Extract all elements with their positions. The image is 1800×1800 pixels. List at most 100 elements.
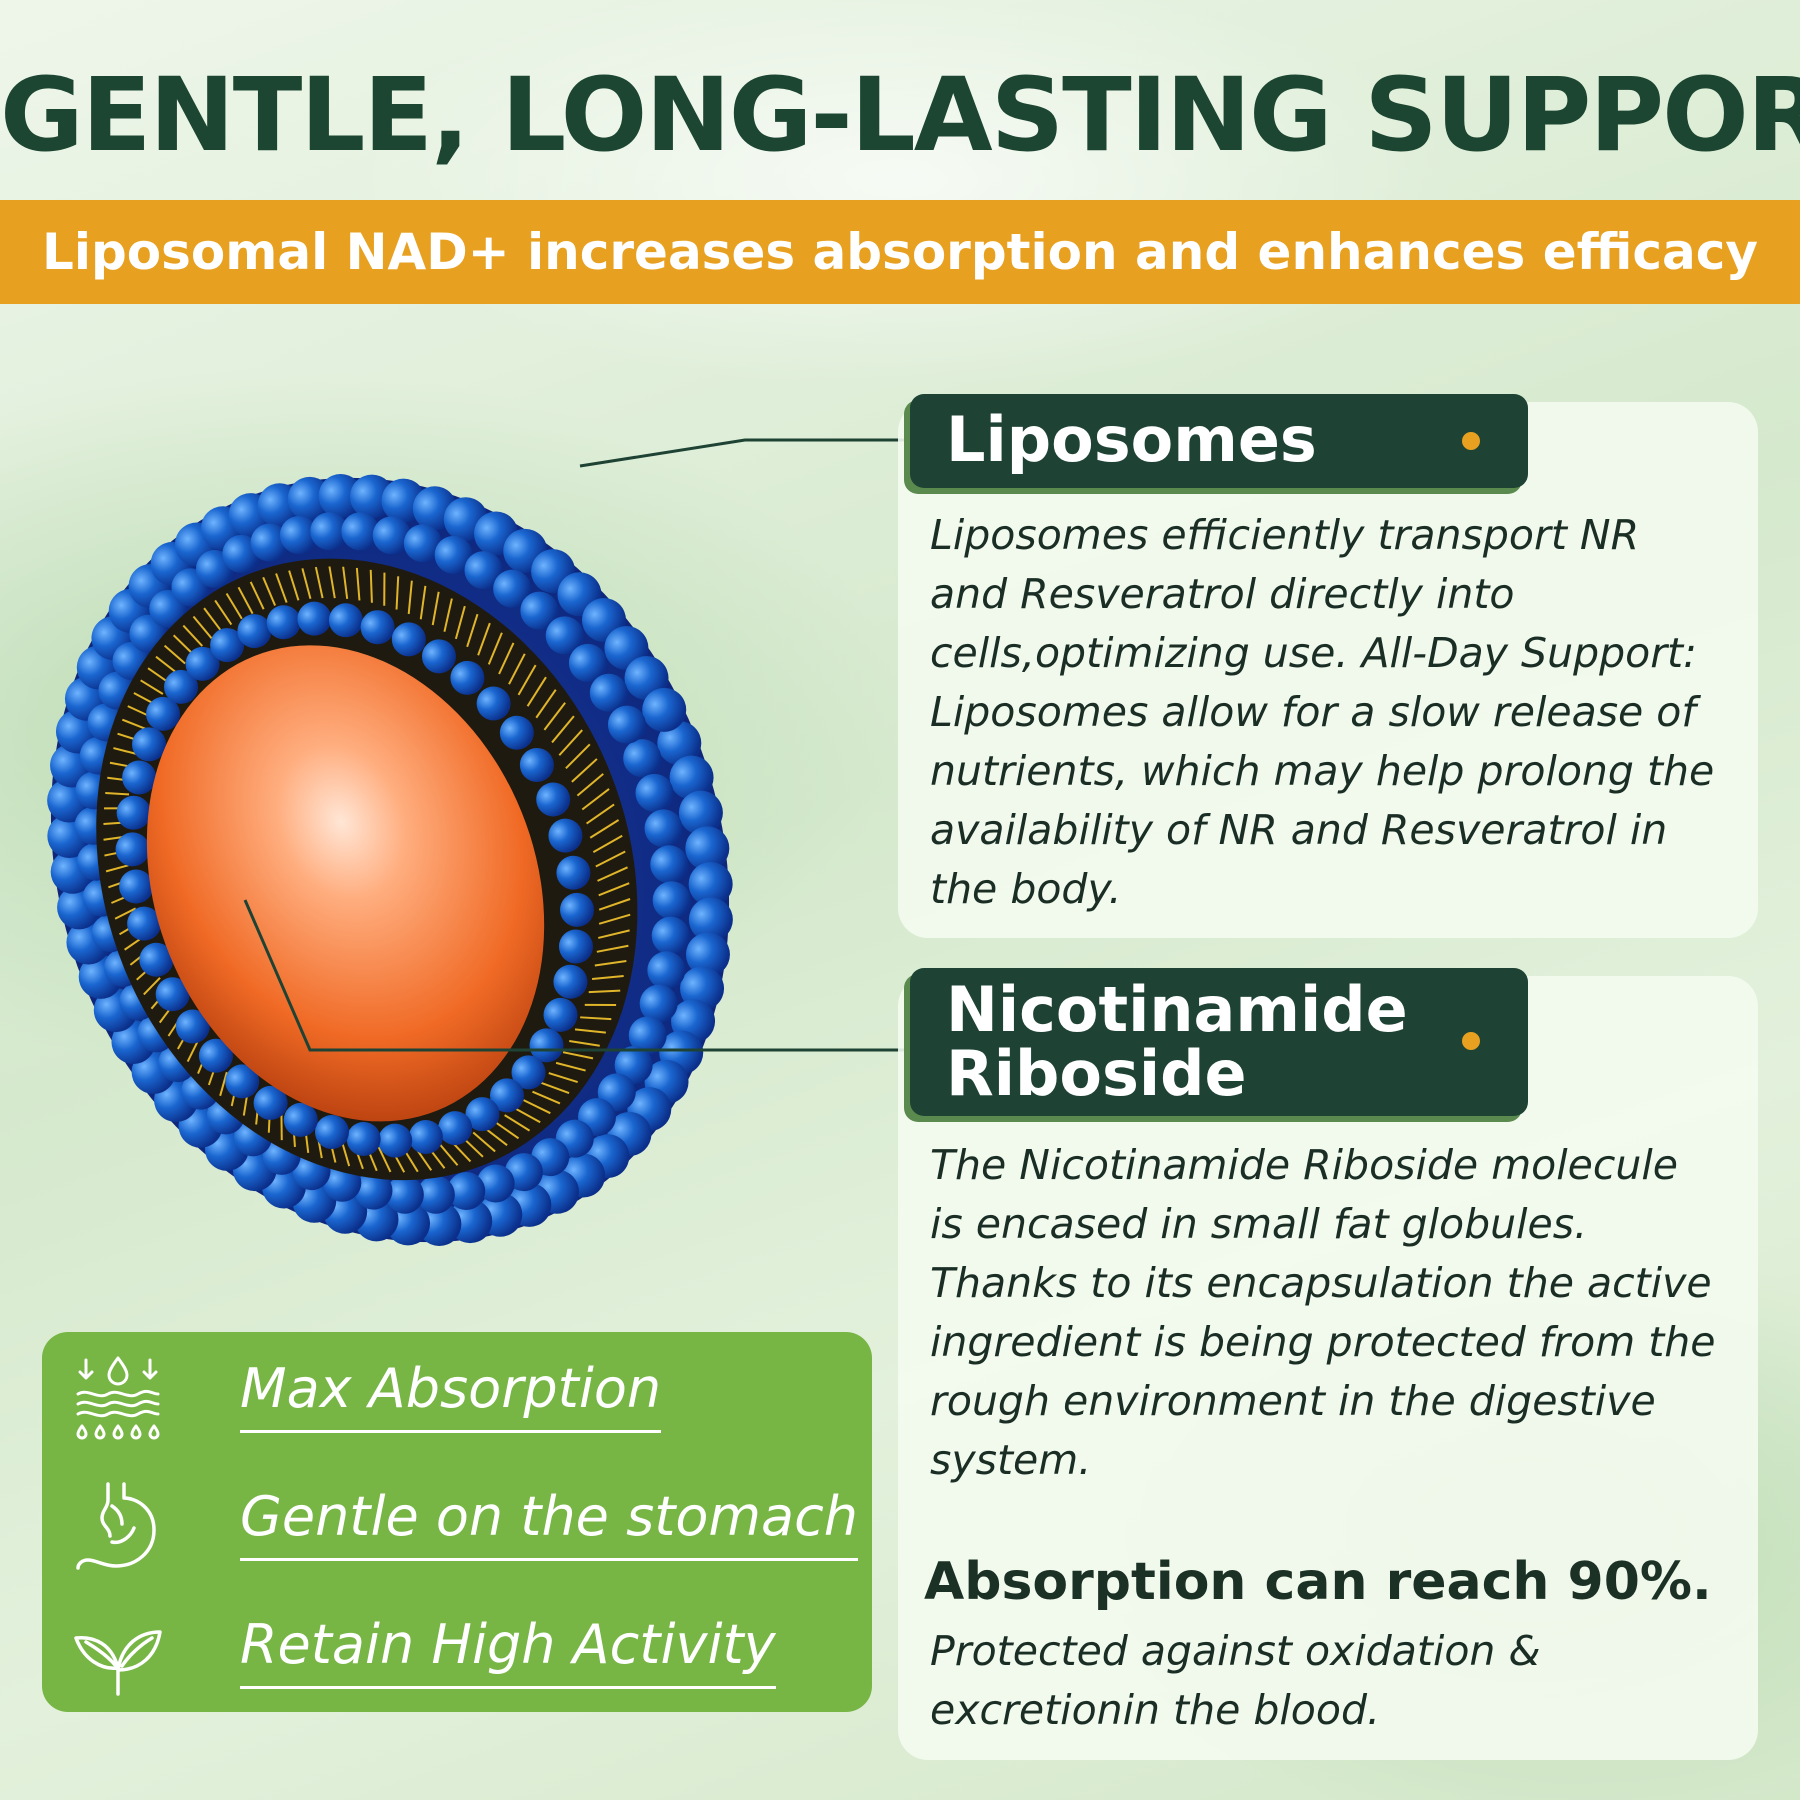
lipid-tail bbox=[105, 864, 129, 873]
inner-bead bbox=[556, 855, 591, 890]
benefit-label: Retain High Activity bbox=[240, 1610, 776, 1689]
lipid-tail bbox=[314, 566, 324, 599]
outer-bead bbox=[650, 845, 689, 884]
inner-bead bbox=[210, 628, 245, 663]
outer-bead bbox=[669, 755, 714, 800]
outer-bead bbox=[434, 535, 473, 574]
outer-bead bbox=[623, 739, 662, 778]
outer-bead bbox=[476, 1164, 515, 1203]
lipid-tail bbox=[598, 898, 631, 911]
subtitle-text: Liposomal NAD+ increases absorption and … bbox=[42, 223, 1758, 281]
lipid-tail bbox=[431, 591, 440, 626]
inner-bead bbox=[116, 795, 151, 830]
inner-bead bbox=[465, 1097, 500, 1132]
lipid-tail bbox=[114, 907, 137, 920]
outer-bead bbox=[642, 687, 687, 732]
protection-note: Protected against oxidation & excretioni… bbox=[930, 1627, 1541, 1734]
outer-bead bbox=[635, 773, 674, 812]
inner-bead bbox=[378, 1123, 413, 1158]
outer-bead bbox=[279, 515, 318, 554]
lipid-tail bbox=[113, 747, 138, 756]
lipid-tail bbox=[454, 605, 466, 640]
leaf-icon bbox=[74, 1630, 162, 1696]
riboside-title: Nicotinamide Riboside bbox=[946, 973, 1408, 1110]
lipid-tail bbox=[581, 788, 610, 811]
inner-bead bbox=[132, 727, 167, 762]
outer-bead bbox=[372, 516, 411, 555]
lipid-tail bbox=[443, 598, 453, 632]
inner-bead bbox=[560, 892, 595, 927]
lipid-tail bbox=[598, 882, 630, 897]
inner-bead bbox=[450, 660, 485, 695]
lipid-tail bbox=[513, 1107, 541, 1124]
callout-line-liposomes bbox=[579, 438, 916, 468]
inner-bead bbox=[490, 1078, 525, 1113]
inner-bead bbox=[548, 818, 583, 853]
outer-bead bbox=[250, 523, 289, 562]
lipid-tail bbox=[532, 1090, 561, 1105]
lipid-tail bbox=[369, 569, 373, 603]
lipid-tail bbox=[395, 576, 400, 610]
page-title: GENTLE, LONG-LASTING SUPPORT bbox=[0, 56, 1800, 175]
lipid-tail bbox=[580, 1016, 612, 1021]
outer-bead bbox=[685, 826, 730, 871]
inner-bead bbox=[328, 603, 363, 638]
bullet-dot-icon bbox=[1462, 432, 1480, 450]
lipid-tail bbox=[121, 718, 147, 730]
outer-bead bbox=[589, 673, 628, 712]
lipid-tail bbox=[597, 866, 628, 882]
lipid-tail bbox=[526, 676, 547, 707]
lipid-tail bbox=[483, 1126, 508, 1147]
lipid-tail bbox=[105, 791, 130, 796]
inner-bead bbox=[314, 1115, 349, 1150]
inner-bead bbox=[283, 1102, 318, 1137]
lipid-tail bbox=[595, 850, 626, 868]
liposomes-description: Liposomes efficiently transport NR and R… bbox=[930, 511, 1715, 913]
outer-bead bbox=[678, 790, 723, 835]
inner-bead bbox=[408, 1120, 443, 1155]
lipid-tail bbox=[280, 1114, 283, 1141]
lipid-tail bbox=[523, 1099, 551, 1115]
lipid-tail bbox=[498, 642, 515, 675]
outer-bead bbox=[685, 932, 730, 977]
lipid-tail bbox=[584, 1003, 617, 1007]
outer-bead bbox=[416, 1175, 455, 1214]
inner-bead bbox=[139, 942, 174, 977]
riboside-description: The Nicotinamide Riboside molecule is en… bbox=[930, 1141, 1716, 1484]
callout-line-riboside bbox=[243, 899, 916, 1052]
lipid-tail bbox=[328, 566, 336, 599]
lipid-tail bbox=[596, 944, 629, 953]
inner-bead bbox=[558, 929, 593, 964]
inner-bead bbox=[155, 977, 190, 1012]
lipid-tail bbox=[535, 689, 557, 719]
lipid-tail bbox=[301, 568, 312, 600]
liposomes-title: Liposomes bbox=[946, 403, 1317, 476]
inner-bead bbox=[476, 686, 511, 721]
lipid-tail bbox=[288, 570, 300, 601]
inner-bead bbox=[536, 782, 571, 817]
liposomes-heading: Liposomes bbox=[910, 394, 1528, 488]
outer-bead bbox=[341, 512, 380, 551]
inner-bead bbox=[529, 1028, 564, 1063]
outer-bead bbox=[644, 809, 683, 848]
inner-bead bbox=[438, 1111, 473, 1146]
outer-bead bbox=[520, 591, 559, 630]
inner-bead bbox=[198, 1038, 233, 1073]
outer-bead bbox=[417, 1202, 462, 1247]
outer-bead bbox=[639, 984, 678, 1023]
inner-bead bbox=[253, 1085, 288, 1120]
lipid-tail bbox=[192, 615, 213, 639]
inner-bead bbox=[553, 964, 588, 999]
stomach-icon bbox=[76, 1482, 156, 1570]
lipid-tail bbox=[555, 1061, 586, 1072]
lipid-tail bbox=[275, 573, 288, 603]
core-sphere bbox=[146, 645, 545, 1122]
inner-bead bbox=[115, 832, 150, 867]
lipid-tail bbox=[487, 632, 503, 665]
subtitle-banner: Liposomal NAD+ increases absorption and … bbox=[0, 200, 1800, 304]
outer-bead bbox=[354, 1171, 393, 1210]
lipid-tail bbox=[540, 1081, 570, 1095]
inner-bead bbox=[421, 639, 456, 674]
inner-bead bbox=[119, 869, 154, 904]
outer-bead bbox=[688, 897, 733, 942]
